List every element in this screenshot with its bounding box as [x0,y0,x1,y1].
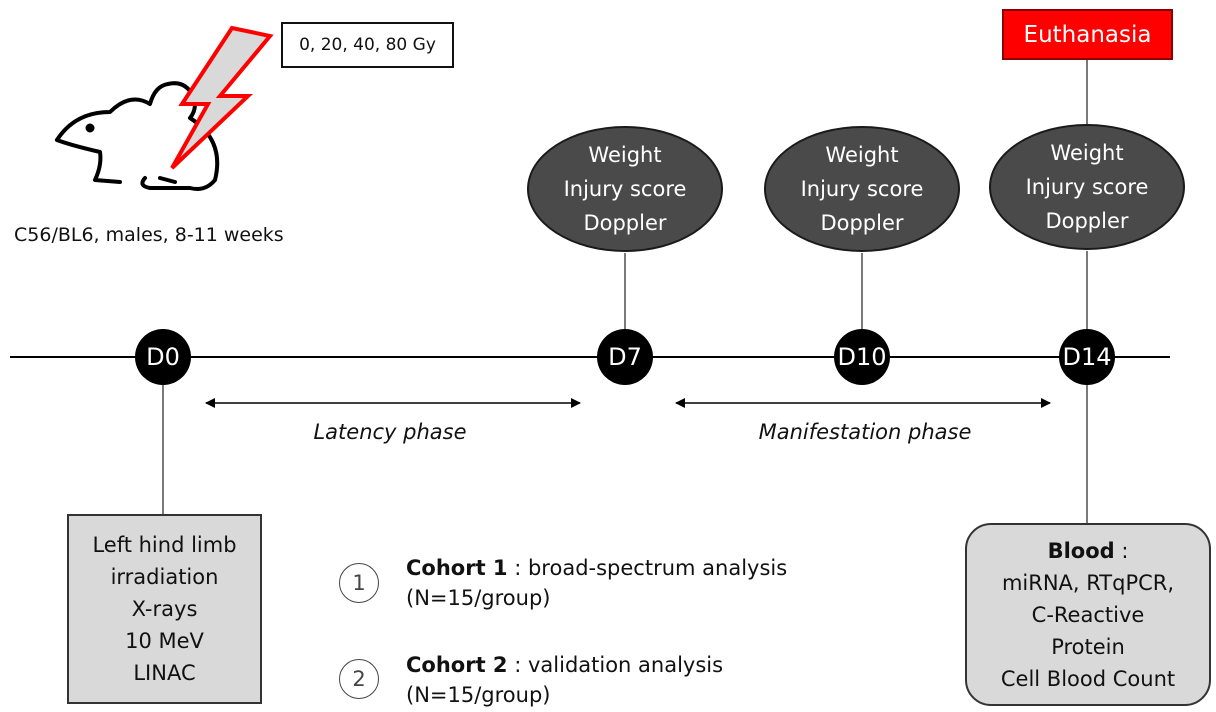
measurement-injury-score: Injury score [1025,175,1149,199]
cohort-1-number: 1 [339,563,379,603]
measurement-injury-score: Injury score [800,177,924,201]
cohort-2-desc: : validation analysis [507,653,724,677]
blood-separator: : [1114,538,1129,563]
measurement-doppler: Doppler [583,211,667,235]
latency-phase-label: Latency phase [313,420,467,444]
measurement-injury-score: Injury score [563,177,687,201]
manifestation-phase-label: Manifestation phase [758,420,972,444]
irradiation-line: Left hind limb [92,533,237,557]
euthanasia-box: Euthanasia [1002,9,1173,60]
measurement-weight: Weight [825,143,899,167]
blood-box: Blood : miRNA, RTqPCR, C-Reactive Protei… [965,523,1211,706]
irradiation-line: 10 MeV [125,629,204,653]
measurement-ellipse-d14: Weight Injury score Doppler [989,124,1185,250]
irradiation-line: irradiation [110,565,219,589]
timepoint-d14: D14 [1059,329,1115,385]
blood-line: miRNA, RTqPCR, [1001,570,1175,595]
measurement-doppler: Doppler [820,211,904,235]
cohort-2-title-line: Cohort 2 : validation analysis [406,650,723,680]
blood-line: C-Reactive [1031,602,1145,627]
measurement-doppler: Doppler [1045,209,1129,233]
dose-label: 0, 20, 40, 80 Gy [281,22,454,68]
cohort-1-title-line: Cohort 1 : broad-spectrum analysis [406,553,787,583]
blood-title: Blood [1047,538,1115,563]
measurement-ellipse-d10: Weight Injury score Doppler [764,126,960,252]
irradiation-line: LINAC [133,661,196,685]
cohort-1-desc: : broad-spectrum analysis [507,556,788,580]
blood-line: Protein [1051,634,1125,659]
measurement-weight: Weight [1050,141,1124,165]
timepoint-d10: D10 [834,329,890,385]
irradiation-line: X-rays [131,597,198,621]
timepoint-d7: D7 [597,329,653,385]
cohort-2-number: 2 [339,659,379,699]
cohort-1-text: Cohort 1 : broad-spectrum analysis (N=15… [406,553,787,613]
cohort-1-name: Cohort 1 [406,556,508,580]
cohort-2-name: Cohort 2 [406,653,508,677]
cohort-2-text: Cohort 2 : validation analysis (N=15/gro… [406,650,723,710]
timepoint-d0: D0 [135,329,191,385]
irradiation-box: Left hind limb irradiation X-rays 10 MeV… [67,514,262,704]
measurement-ellipse-d7: Weight Injury score Doppler [527,126,723,252]
blood-title-line: Blood : [1048,535,1129,567]
strain-label: C56/BL6, males, 8-11 weeks [14,224,284,246]
lightning-bolt-icon [170,25,274,170]
cohort-1-n: (N=15/group) [406,586,551,610]
measurement-weight: Weight [588,143,662,167]
blood-line: Cell Blood Count [1000,666,1176,691]
cohort-2-n: (N=15/group) [406,683,551,707]
